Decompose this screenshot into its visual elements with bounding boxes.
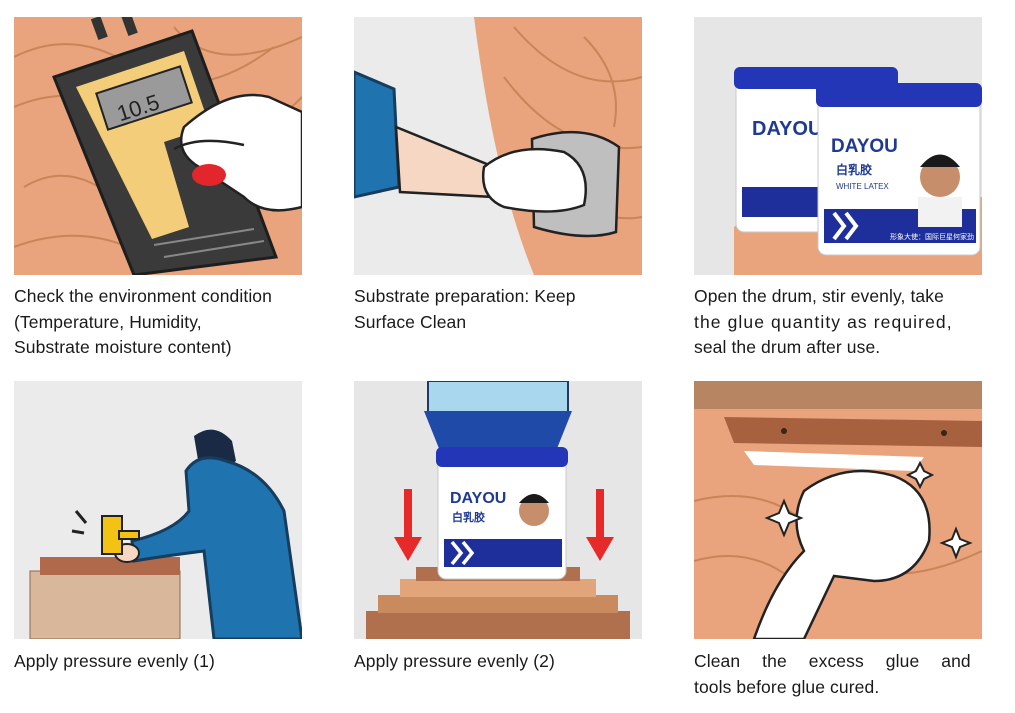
step-2-illustration (354, 17, 642, 275)
step-4-caption: Apply pressure evenly (1) (14, 649, 306, 675)
caption-line: Apply pressure evenly (2) (354, 651, 555, 671)
moisture-meter-device: 10.5 (52, 17, 279, 275)
caption-line: Substrate preparation: Keep (354, 286, 576, 306)
svg-text:形象大使：国际巨星何家劲: 形象大使：国际巨星何家劲 (890, 232, 974, 241)
down-arrow-right-icon (586, 489, 614, 561)
step-3-illustration: DAYOU DAYOU 白乳胶 WHITE LATEX 形象大使：国际巨星何家劲 (694, 17, 982, 275)
step-1-caption: Check the environment condition (Tempera… (14, 284, 306, 361)
caption-line: (Temperature, Humidity, (14, 311, 202, 332)
caption-line: Clean the excess glue and (694, 651, 971, 671)
caption-line: the glue quantity as required, (694, 311, 953, 332)
svg-text:DAYOU: DAYOU (752, 118, 822, 140)
caption-line: seal the drum after use. (694, 337, 881, 357)
svg-text:DAYOU: DAYOU (450, 490, 506, 507)
caption-line: Check the environment condition (14, 286, 272, 306)
caption-line: Substrate moisture content) (14, 337, 232, 357)
caption-line: tools before glue cured. (694, 676, 880, 697)
step-3-caption: Open the drum, stir evenly, take the glu… (694, 284, 984, 361)
caption-line: Open the drum, stir evenly, take (694, 286, 944, 306)
down-arrow-left-icon (394, 489, 422, 561)
step-6-caption: Clean the excess glue and tools before g… (694, 649, 984, 700)
caption-line: Apply pressure evenly (1) (14, 651, 215, 671)
step-6-illustration (694, 381, 982, 639)
glue-drum-front: DAYOU 白乳胶 WHITE LATEX 形象大使：国际巨星何家劲 (816, 83, 982, 256)
hand (173, 93, 302, 212)
step-5-illustration: DAYOU 白乳胶 (354, 381, 642, 639)
svg-text:DAYOU: DAYOU (831, 136, 898, 157)
caption-line: Surface Clean (354, 311, 467, 332)
svg-text:白乳胶: 白乳胶 (452, 510, 485, 524)
step-1-illustration: 10.5 (14, 17, 302, 275)
step-4-illustration (14, 381, 302, 639)
svg-text:白乳胶: 白乳胶 (836, 162, 872, 177)
glue-drum-press: DAYOU 白乳胶 (436, 447, 568, 580)
step-5-caption: Apply pressure evenly (2) (354, 649, 646, 675)
step-2-caption: Substrate preparation: Keep Surface Clea… (354, 284, 646, 335)
svg-text:WHITE LATEX: WHITE LATEX (836, 182, 889, 191)
